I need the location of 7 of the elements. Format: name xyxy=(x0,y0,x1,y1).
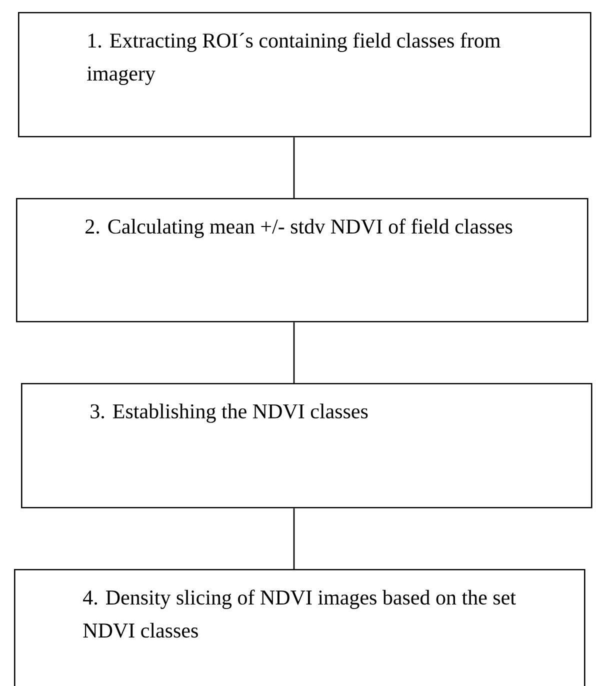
connector-line xyxy=(293,508,295,569)
process-box: 1. Extracting ROI´s containing field classes from imagery xyxy=(18,12,592,138)
process-box: 4. Density slicing of NDVI images based on the set NDVI classes xyxy=(14,569,586,686)
process-box: 3. Establishing the NDVI classes xyxy=(21,383,592,508)
connector-line xyxy=(293,322,295,383)
process-box: 2. Calculating mean +/- stdv NDVI of field classes xyxy=(16,198,588,322)
connector-line xyxy=(293,137,295,198)
